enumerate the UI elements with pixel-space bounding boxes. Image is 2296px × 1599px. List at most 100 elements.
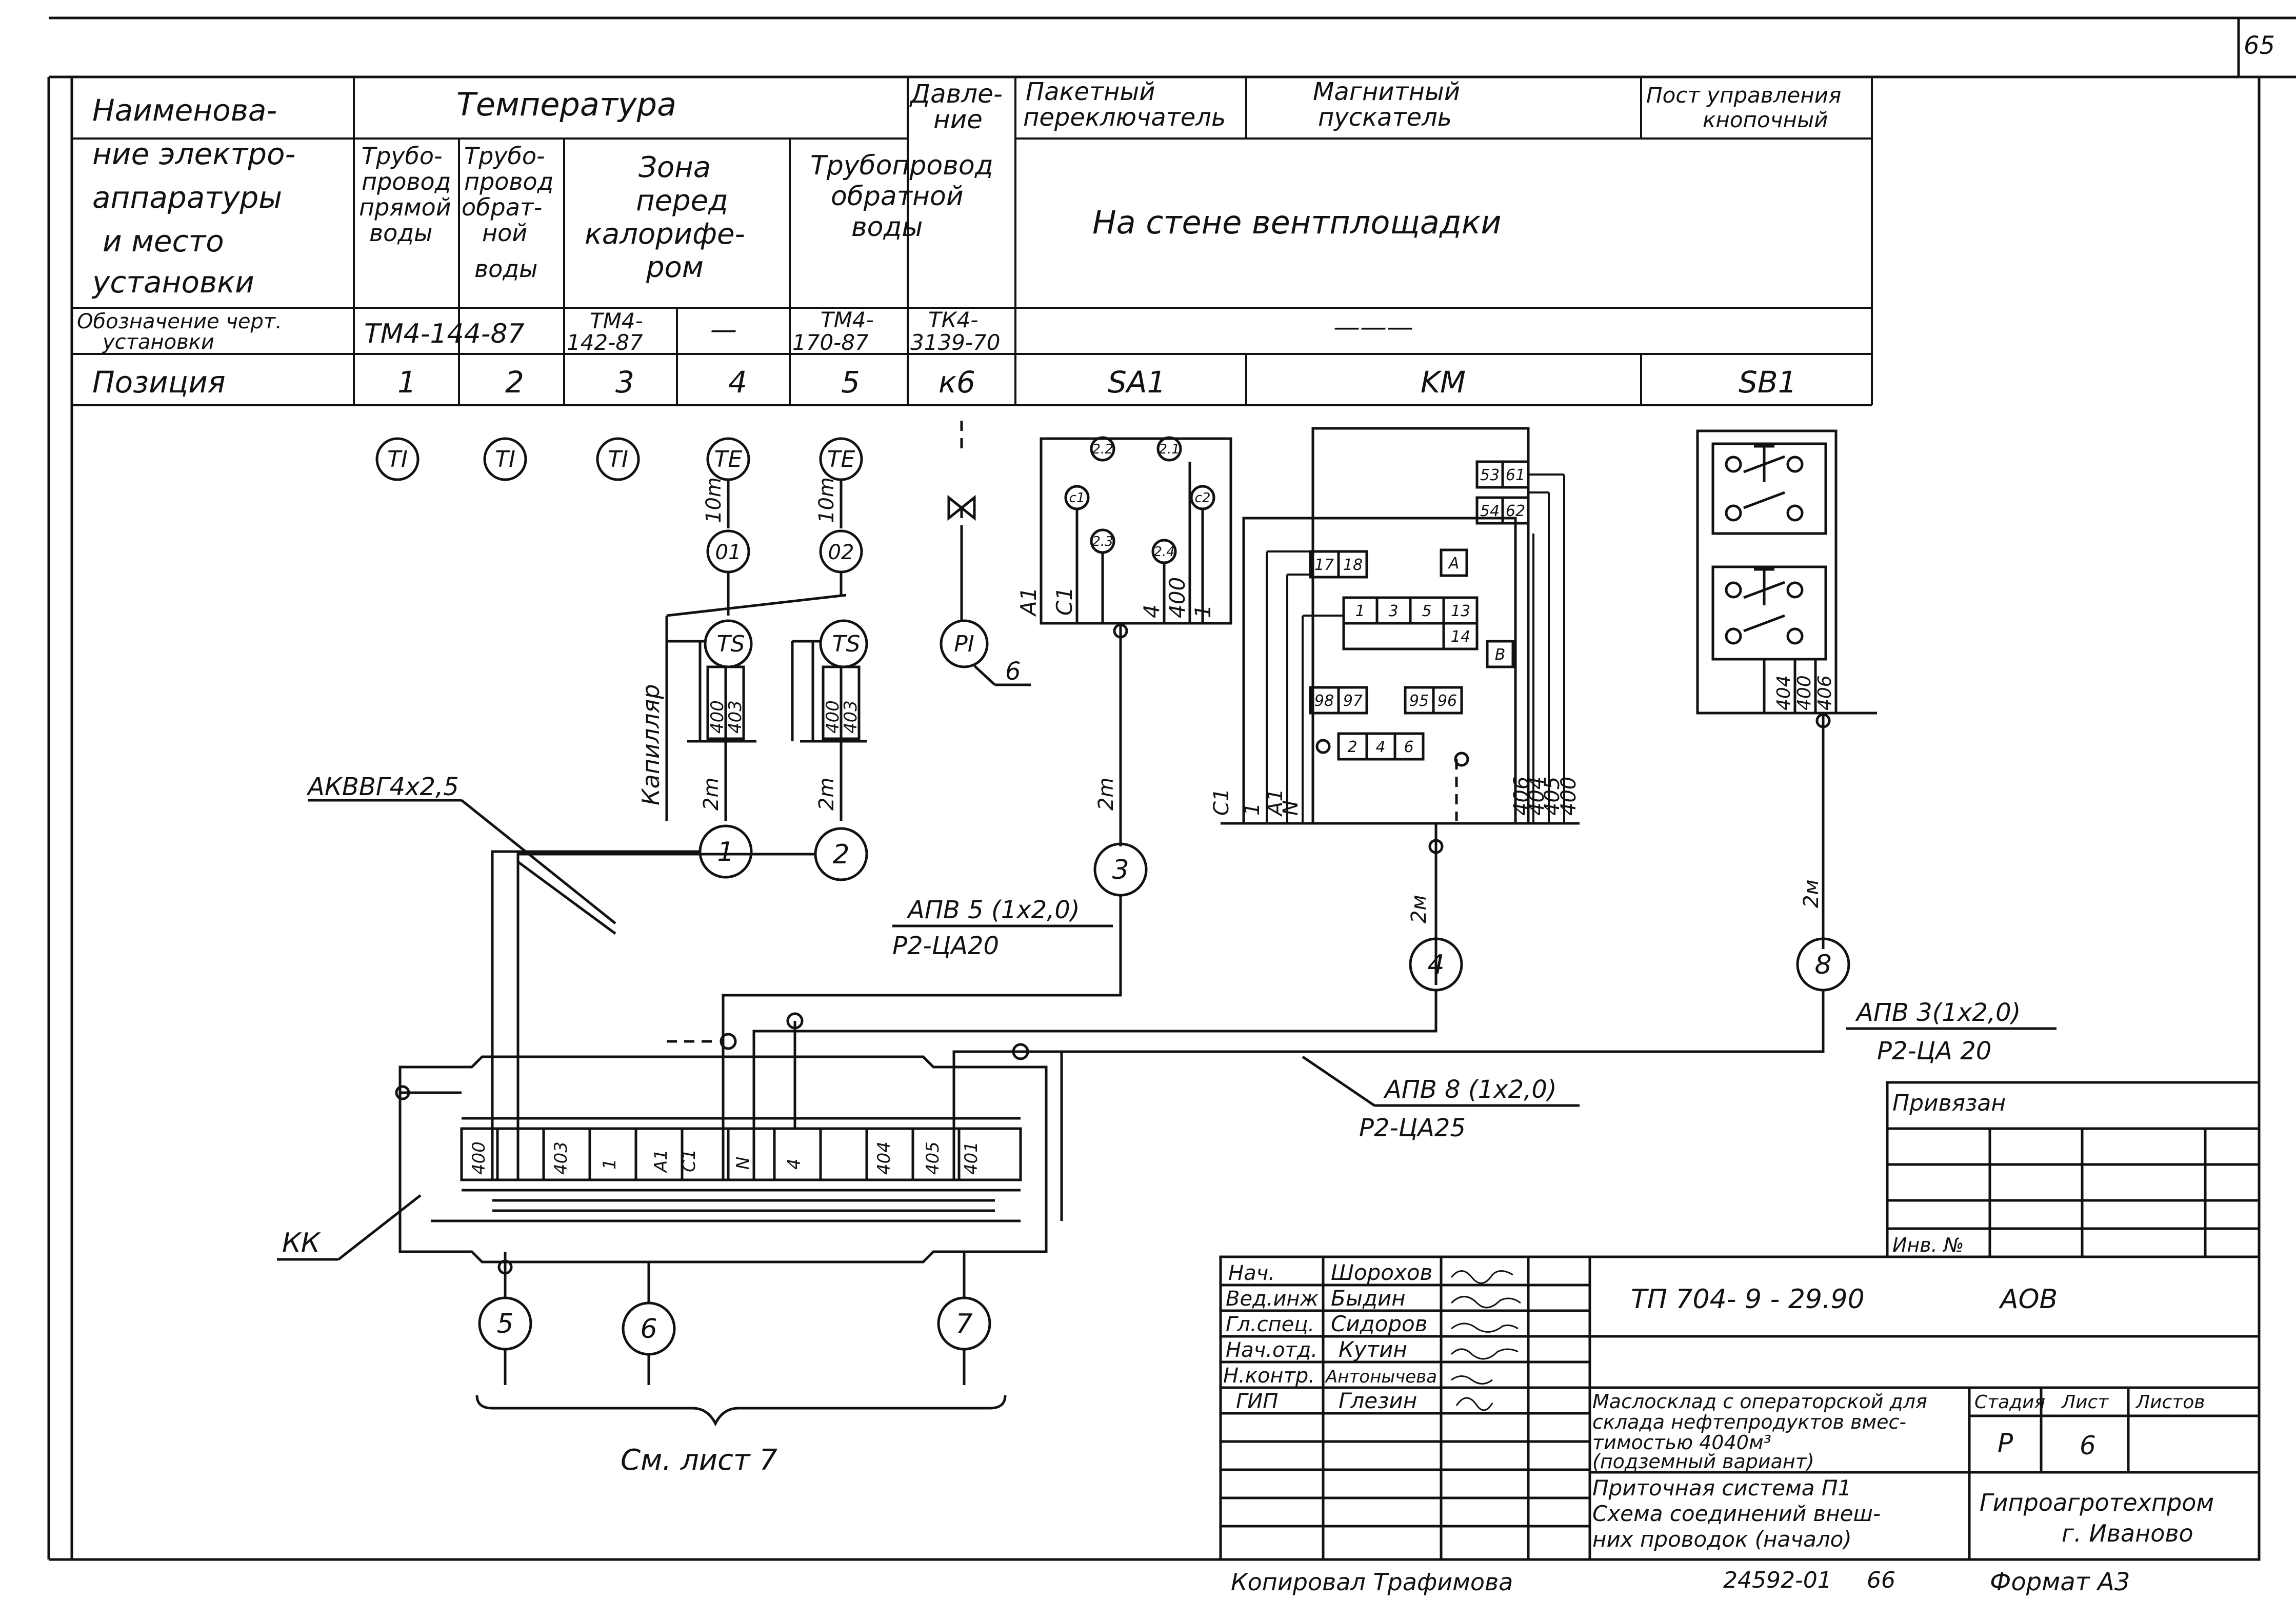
kk-term-a1: А1	[651, 1149, 671, 1173]
ts2-terminal-403: 403	[841, 700, 861, 734]
km-4: 4	[1375, 738, 1385, 756]
kk-term-405: 405	[923, 1141, 943, 1175]
position-sb1: SB1	[1739, 365, 1797, 400]
sensor-label-2: TI	[495, 446, 515, 472]
sheet-frame	[47, 16, 2296, 1561]
stage-value: Р	[1998, 1428, 2013, 1458]
sa1-terminal-labels: А1 С1 4 400 1	[1016, 577, 1215, 618]
sa1-term-4: 4	[1139, 604, 1164, 618]
switch-header-2: переключатель	[1023, 103, 1226, 132]
org-city: г. Иваново	[2062, 1519, 2193, 1547]
cable-apv5: АПВ 5 (1х2,0)	[906, 896, 1080, 924]
sa1-contact-labels: 2.2 2.1 c1 c2 2.3 2.4	[1069, 442, 1211, 560]
sb1-term-400: 400	[1794, 675, 1815, 710]
length-10m-2: 10m	[815, 477, 838, 523]
kk-term-1: 1	[600, 1158, 620, 1170]
cable-circles-top	[698, 824, 1850, 992]
stamp-signatures	[1450, 1270, 1521, 1411]
km-62: 62	[1506, 502, 1525, 520]
col-name-line-5: установки	[91, 265, 254, 300]
km-96: 96	[1438, 692, 1457, 710]
cable-apv8-leader	[1302, 1055, 1375, 1107]
sub-zone-header: Зона перед калорифе- ром	[585, 151, 745, 284]
stamp-grid	[1219, 1255, 2261, 1561]
footer-page: 66	[1867, 1567, 1895, 1593]
drawing-title-3: них проводок (начало)	[1592, 1527, 1852, 1552]
sub-return-3: обрат-	[462, 193, 542, 221]
kk-term-4: 4	[784, 1158, 805, 1170]
position-sa1: SA1	[1108, 365, 1166, 400]
position-2: 2	[505, 365, 524, 400]
km-block-labels: 53 61 54 62 17 18 А 1 3 5 13 14 В 98 97 …	[1314, 466, 1525, 756]
sb1-terminal-labels: 404 400 406	[1773, 675, 1835, 710]
header-table-grid	[72, 77, 1873, 406]
drawing-5-b: 170-87	[792, 330, 869, 355]
drawing-3-b: 142-87	[567, 330, 643, 355]
header-name-column: Наименова- ние электро- аппаратуры и мес…	[91, 93, 295, 300]
len-2m-4: 2м	[1407, 895, 1431, 923]
ts2-terminal-400: 400	[823, 700, 843, 734]
stamp-name-2: Быдин	[1331, 1286, 1406, 1311]
section-code: АОВ	[1999, 1284, 2058, 1315]
sub-zone-1: Зона	[638, 151, 711, 184]
km-term-1: 1	[1241, 803, 1264, 816]
drawing-title-1: Приточная система П1	[1592, 1475, 1851, 1501]
kk-term-c1: С1	[679, 1149, 700, 1172]
ts-label-2: TS	[832, 631, 861, 657]
cable-apv3: АПВ 3(1х2,0)	[1855, 998, 2021, 1027]
col-name-line-2: ние электро-	[92, 136, 295, 171]
sub-zone-4: ром	[646, 251, 704, 284]
project-title: Маслосклад с операторской для склада неф…	[1592, 1390, 1927, 1473]
doc-code: ТП 704- 9 - 29.90	[1631, 1284, 1865, 1315]
sub-zone-2: перед	[636, 184, 728, 218]
cable-num-4: 4	[1427, 950, 1444, 980]
ts-assemblies	[667, 619, 868, 821]
sheet-value: 6	[2080, 1431, 2096, 1460]
stamp-name-1: Шорохов	[1331, 1260, 1432, 1285]
sa1-switch	[1040, 436, 1232, 846]
pipe-r2-20b: Р2-ЦА 20	[1877, 1037, 1991, 1065]
sub-supply-1: Трубо-	[362, 142, 443, 170]
ts-label-1: TS	[717, 631, 745, 657]
stamp-name-4: Кутин	[1339, 1337, 1407, 1362]
stamp-name-3: Сидоров	[1331, 1311, 1427, 1336]
sub-zone-3: калорифе-	[585, 218, 745, 251]
kk-box	[395, 1012, 1063, 1264]
km-95: 95	[1409, 692, 1429, 710]
project-title-1: Маслосклад с операторской для	[1592, 1390, 1927, 1413]
project-title-4: (подземный вариант)	[1592, 1450, 1814, 1473]
position-3: 3	[615, 365, 634, 400]
pressure-header-1: Давле-	[909, 79, 1003, 109]
sensor-label-5: TE	[827, 446, 855, 472]
footer-copied: Копировал Трафимова	[1231, 1568, 1513, 1596]
km-14: 14	[1451, 628, 1470, 646]
position-5: 5	[841, 365, 860, 400]
stamp-role-4: Нач.отд.	[1226, 1338, 1317, 1362]
drawing-6-a: ТК4-	[928, 307, 978, 332]
switch-header-1: Пакетный	[1026, 77, 1155, 106]
drawing-title-2: Схема соединений внеш-	[1592, 1501, 1881, 1526]
km-inner-wiring	[1266, 473, 1565, 823]
sb1-post	[1696, 429, 1877, 949]
km-97: 97	[1343, 692, 1363, 710]
sensor-label-4: TE	[714, 446, 743, 472]
temperature-header: Температура	[456, 86, 676, 123]
cable-circle-numbers-bottom: 5 6 7	[496, 1309, 972, 1345]
ts1-terminal-403: 403	[725, 700, 746, 734]
sub-return-4: ной	[482, 219, 527, 247]
stamp-role-1: Нач.	[1228, 1261, 1275, 1285]
sa1-contact-24: 2.4	[1153, 544, 1174, 560]
km-54: 54	[1480, 502, 1500, 520]
drawing-1: ТМ4-144-87	[364, 319, 525, 349]
km-coil-a: А	[1448, 555, 1460, 573]
wall-note: На стене вентплощадки	[1092, 204, 1502, 241]
cable-akvvg: АКВВГ4х2,5	[306, 773, 459, 801]
len-2m-3: 2m	[1094, 778, 1118, 811]
stage-label: Стадия	[1974, 1392, 2045, 1413]
position-km: KM	[1421, 365, 1466, 400]
drawing-4: —	[710, 314, 737, 345]
km-term-n: N	[1279, 800, 1303, 816]
pi-label: PI	[954, 631, 974, 657]
cable-num-3: 3	[1112, 855, 1129, 885]
